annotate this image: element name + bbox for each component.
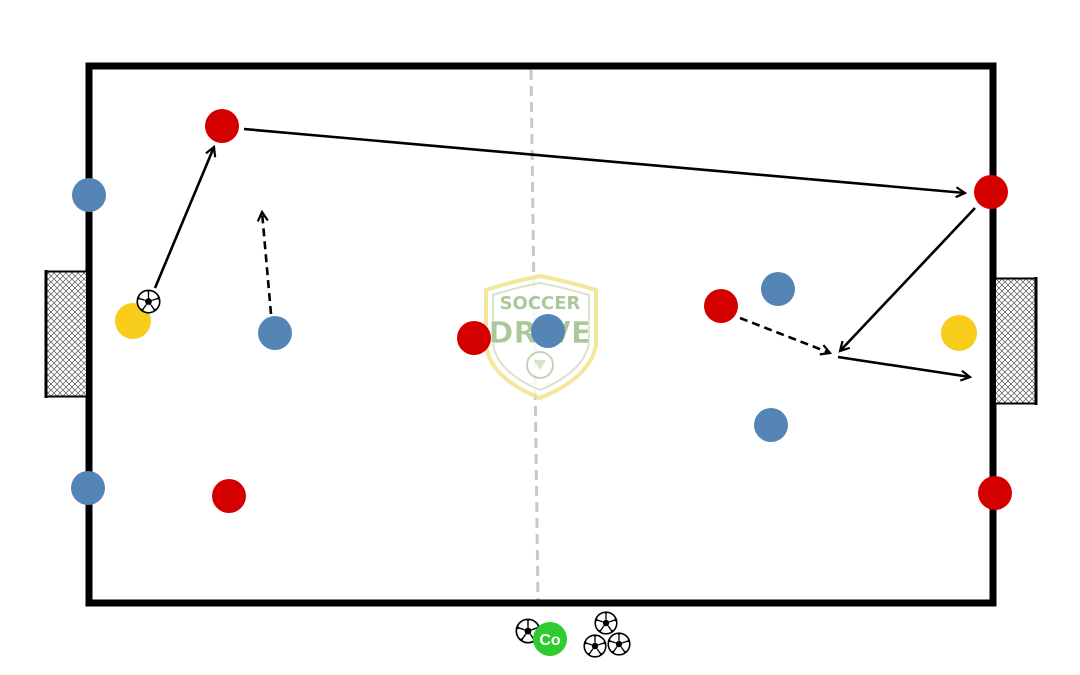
red-player-right-wide[interactable]: [974, 175, 1008, 209]
red-player-bottom-left[interactable]: [212, 479, 246, 513]
ball-icon[interactable]: [583, 634, 607, 658]
ball-icon[interactable]: [594, 611, 618, 635]
red-player-right-mid[interactable]: [704, 289, 738, 323]
run-arrow-left-forward: [262, 212, 273, 315]
ball-icon[interactable]: [607, 632, 631, 656]
shot-arrow-to-goal: [837, 355, 970, 377]
pass-arrow-diagonal: [840, 207, 976, 351]
logo-soccer-text: SOCCER: [500, 293, 581, 314]
goal-right: [993, 277, 1038, 405]
blue-player-left-mid[interactable]: [258, 316, 292, 350]
blue-player-bottom-left-wide[interactable]: [71, 471, 105, 505]
coach-label: Co: [539, 632, 561, 649]
blue-player-top-left-wide[interactable]: [72, 178, 106, 212]
ball-icon[interactable]: [136, 289, 161, 314]
red-player-bottom-right-wide[interactable]: [978, 476, 1012, 510]
coach-marker[interactable]: [533, 622, 567, 656]
goalkeeper-left[interactable]: [115, 303, 151, 339]
pass-arrow-to-top-left: [153, 147, 214, 289]
blue-player-center[interactable]: [531, 314, 565, 348]
logo-ball-icon: [526, 351, 554, 379]
blue-player-right-bottom[interactable]: [754, 408, 788, 442]
red-player-center[interactable]: [457, 321, 491, 355]
red-player-top-left[interactable]: [205, 109, 239, 143]
field-boundary: [85, 62, 997, 607]
goal-left: [44, 270, 89, 398]
run-arrow-right-support: [739, 316, 830, 353]
pass-arrow-long-switch: [243, 127, 965, 193]
blue-player-right-top[interactable]: [761, 272, 795, 306]
goalkeeper-right[interactable]: [941, 315, 977, 351]
